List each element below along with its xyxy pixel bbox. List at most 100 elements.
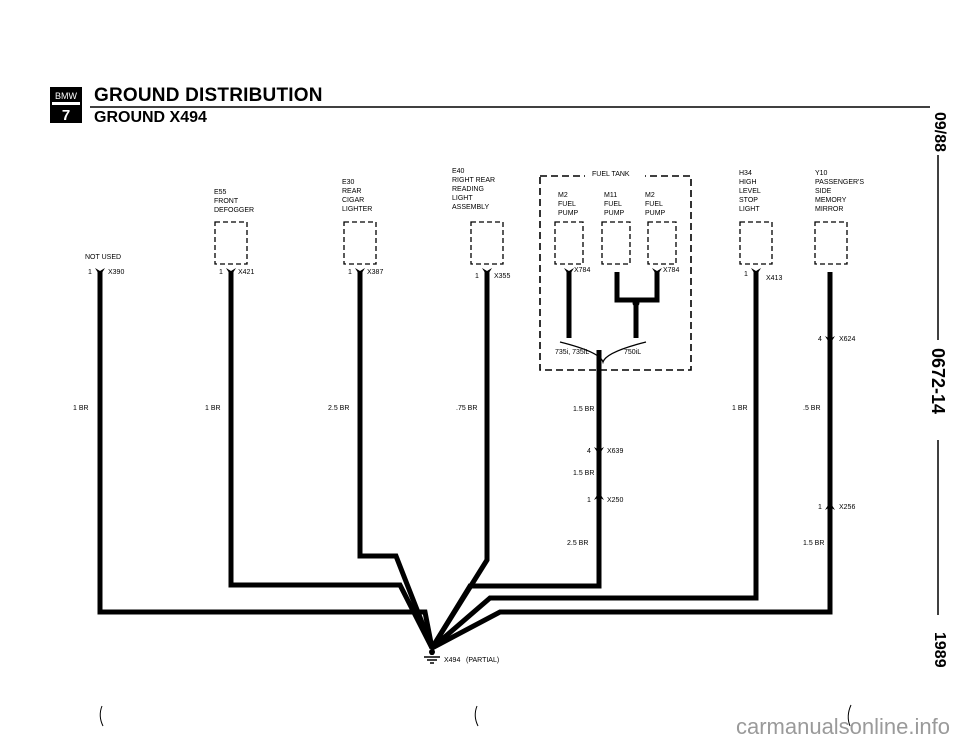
pin-x624: 4 [818, 336, 822, 343]
wire-x413 [430, 272, 759, 650]
svg-text:PUMP: PUMP [558, 210, 579, 217]
svg-text:PUMP: PUMP [645, 210, 666, 217]
svg-text:FRONT: FRONT [214, 198, 239, 205]
pin-x639: 4 [587, 448, 591, 455]
fuel-tank-group: FUEL TANK M2 FUEL PUMP M11 FUEL PUMP M2 … [539, 170, 692, 371]
svg-text:MIRROR: MIRROR [815, 206, 843, 213]
wire-x355 [429, 272, 490, 650]
svg-text:READING: READING [452, 186, 484, 193]
logo-text: BMW [55, 91, 78, 101]
svg-text:NOT USED: NOT USED [85, 254, 121, 261]
label-e40: E40 RIGHT REAR READING LIGHT ASSEMBLY [452, 168, 495, 211]
wire-label-x421: 1 BR [205, 405, 221, 412]
fuel-tank-label: FUEL TANK [592, 171, 630, 178]
component-box-e55 [214, 221, 248, 265]
svg-text:MEMORY: MEMORY [815, 197, 847, 204]
connector-x639: X639 [607, 448, 623, 455]
svg-text:LIGHTER: LIGHTER [342, 206, 372, 213]
connector-x784-a: X784 [574, 267, 590, 274]
component-box-e40 [470, 221, 504, 265]
connector-symbols [95, 268, 835, 510]
svg-text:FUEL: FUEL [604, 201, 622, 208]
wire-label-x387: 2.5 BR [328, 405, 349, 412]
wire-x390 [97, 272, 435, 649]
svg-text:PUMP: PUMP [604, 210, 625, 217]
pin-x413: 1 [744, 271, 748, 278]
logo-model: 7 [62, 107, 70, 123]
connector-x421: X421 [238, 269, 254, 276]
component-box-h34 [739, 221, 773, 265]
pin-x390: 1 [88, 269, 92, 276]
svg-text:LEVEL: LEVEL [739, 188, 761, 195]
label-h34: H34 HIGH LEVEL STOP LIGHT [739, 170, 761, 213]
connector-x413: X413 [766, 275, 782, 282]
bmw-7-logo: BMW 7 [50, 87, 82, 123]
svg-text:SIDE: SIDE [815, 188, 832, 195]
component-box-e30 [343, 221, 377, 265]
connector-x390: X390 [108, 269, 124, 276]
wire-label-x390: 1 BR [73, 405, 89, 412]
wire-x421 [228, 272, 435, 650]
svg-text:E55: E55 [214, 189, 227, 196]
svg-text:RIGHT REAR: RIGHT REAR [452, 177, 495, 184]
splice-dot [632, 299, 640, 307]
watermark: carmanualsonline.info [735, 714, 950, 739]
label-not-used: NOT USED [85, 254, 121, 261]
svg-text:H34: H34 [739, 170, 752, 177]
label-y10: Y10 PASSENGER'S SIDE MEMORY MIRROR [815, 170, 864, 213]
ground-x494: X494 (PARTIAL) [424, 648, 499, 664]
pin-x250: 1 [587, 497, 591, 504]
component-box-y10 [814, 221, 848, 265]
page-title: GROUND DISTRIBUTION [94, 85, 323, 106]
wire-fuel-pump [429, 350, 602, 650]
wire-label-x355: .75 BR [456, 405, 477, 412]
pin-x355: 1 [475, 273, 479, 280]
svg-text:Y10: Y10 [815, 170, 828, 177]
variant-750: 750iL [624, 349, 641, 356]
svg-text:M11: M11 [604, 192, 617, 199]
fuel-pump-box-2 [601, 221, 631, 265]
pin-x421: 1 [219, 269, 223, 276]
wire-label-x624: .5 BR [803, 405, 821, 412]
svg-text:LIGHT: LIGHT [452, 195, 473, 202]
wire-x387 [357, 272, 435, 649]
svg-text:STOP: STOP [739, 197, 758, 204]
pin-x387: 1 [348, 269, 352, 276]
connector-x624: X624 [839, 336, 855, 343]
svg-text:PASSENGER'S: PASSENGER'S [815, 179, 864, 186]
connector-x387: X387 [367, 269, 383, 276]
wire-pump-bridge [614, 272, 660, 303]
fuel-pump-box-1 [554, 221, 584, 265]
svg-text:REAR: REAR [342, 188, 361, 195]
svg-text:M2: M2 [558, 192, 568, 199]
wire-label-x413: 1 BR [732, 405, 748, 412]
variant-735: 735i, 735iL [555, 349, 589, 356]
svg-text:ASSEMBLY: ASSEMBLY [452, 204, 490, 211]
svg-text:CIGAR: CIGAR [342, 197, 364, 204]
page-subtitle: GROUND X494 [94, 109, 207, 126]
label-e30: E30 REAR CIGAR LIGHTER [342, 179, 372, 213]
svg-text:LIGHT: LIGHT [739, 206, 760, 213]
fuel-tank-box [539, 175, 692, 371]
ground-connector: X494 [444, 657, 460, 664]
svg-text:M2: M2 [645, 192, 655, 199]
variant-bracket [559, 341, 647, 365]
connector-x256: X256 [839, 504, 855, 511]
connector-x355: X355 [494, 273, 510, 280]
pin-x256: 1 [818, 504, 822, 511]
fuel-pump-box-3 [647, 221, 677, 265]
svg-text:FUEL: FUEL [645, 201, 663, 208]
connector-x784-b: X784 [663, 267, 679, 274]
wire-label-x256: 1.5 BR [803, 540, 824, 547]
svg-text:HIGH: HIGH [739, 179, 757, 186]
svg-text:DEFOGGER: DEFOGGER [214, 207, 254, 214]
connector-x250: X250 [607, 497, 623, 504]
scan-marks [99, 704, 852, 727]
svg-text:E30: E30 [342, 179, 355, 186]
label-e55: E55 FRONT DEFOGGER [214, 189, 254, 214]
svg-text:FUEL: FUEL [558, 201, 576, 208]
wire-label-fuel-1: 1.5 BR [573, 406, 594, 413]
wire-label-fuel-2: 1.5 BR [573, 470, 594, 477]
wire-label-fuel-3: 2.5 BR [567, 540, 588, 547]
